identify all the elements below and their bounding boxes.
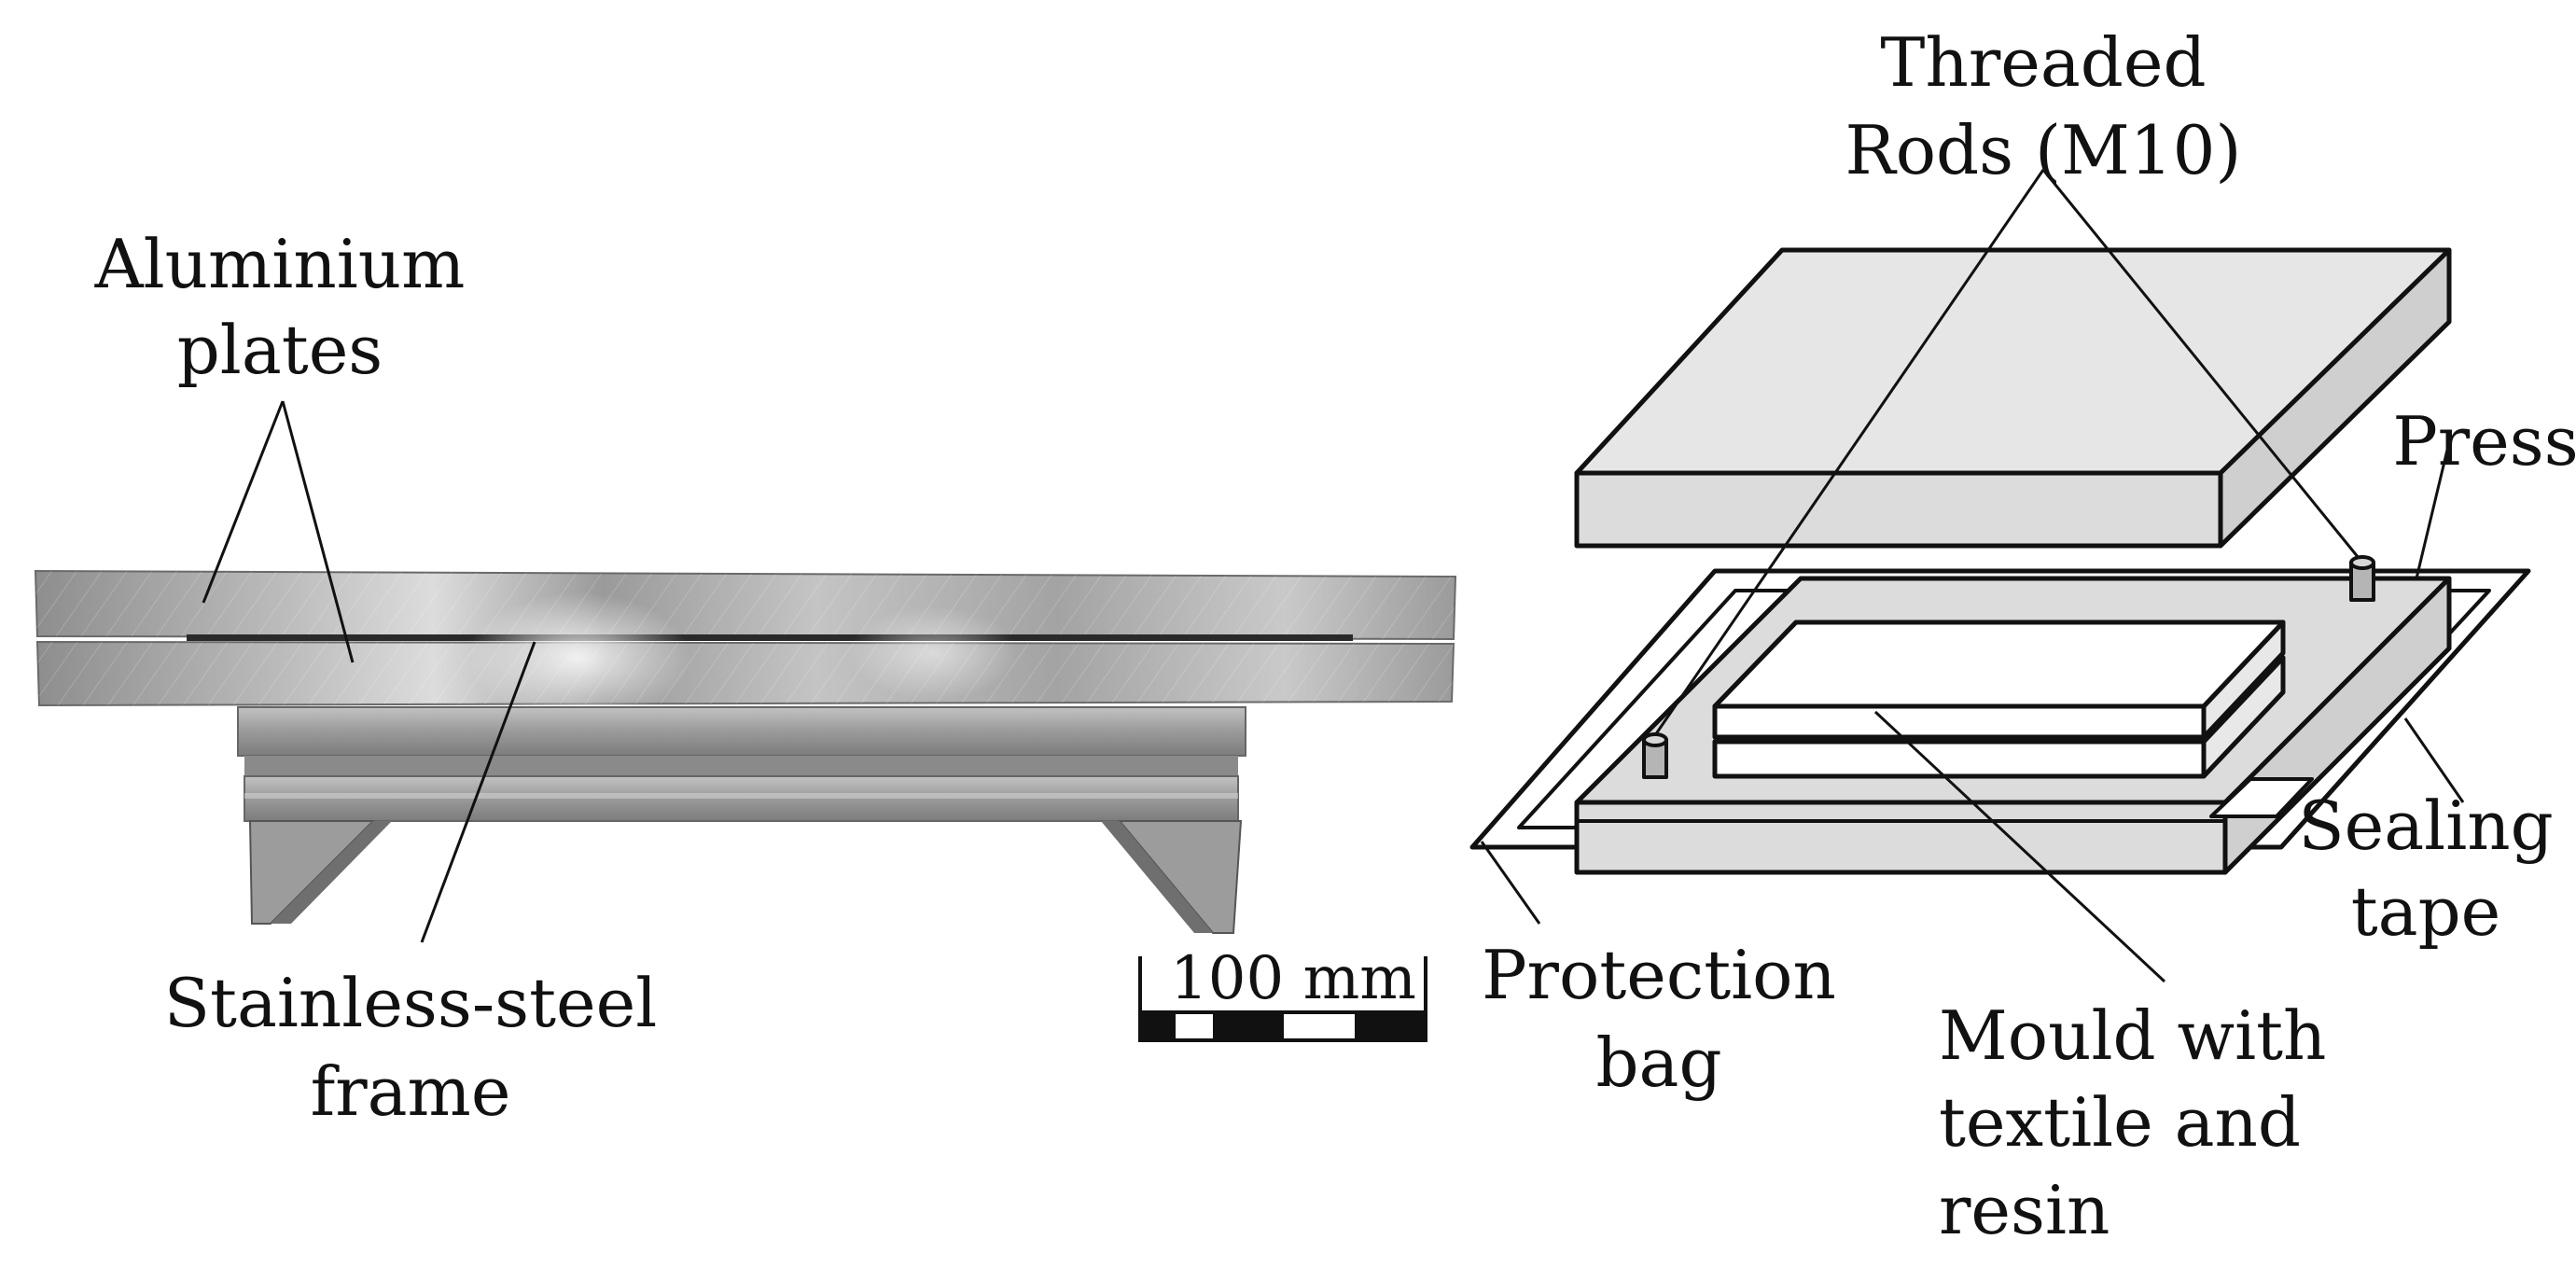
schematic xyxy=(1469,247,2531,875)
label-mould-line2: textile and xyxy=(1939,1083,2301,1162)
label-protection-line1: Protection xyxy=(1482,936,1836,1014)
threaded-rod-right xyxy=(2349,555,2375,602)
label-press: Press xyxy=(2392,402,2576,480)
scale-bar-label: 100 mm xyxy=(1170,944,1416,1013)
label-aluminium-line2: plates xyxy=(177,311,383,389)
label-aluminium-line1: Aluminium xyxy=(94,225,466,303)
sealing-tape xyxy=(2209,777,2314,818)
threaded-rod-left xyxy=(1642,732,1668,779)
mould xyxy=(1712,620,2286,779)
press-block xyxy=(1574,247,2452,549)
label-sealing-line2: tape xyxy=(2351,872,2501,951)
label-stainless-line2: frame xyxy=(311,1052,511,1131)
scale-bar: 100 mm xyxy=(1138,944,1427,1042)
stainless-steel-frame xyxy=(237,706,1246,934)
label-sealing-line1: Sealing xyxy=(2298,787,2553,865)
label-protection-line2: bag xyxy=(1595,1023,1721,1102)
label-mould-line3: resin xyxy=(1939,1171,2110,1249)
label-threaded-line2: Rods (M10) xyxy=(1845,111,2241,189)
mould-photo xyxy=(34,569,1457,934)
schematic-leader-lines xyxy=(1480,169,2465,983)
photo-leader-lines xyxy=(202,400,536,943)
plate-gap xyxy=(187,634,1353,641)
label-threaded-line1: Threaded xyxy=(1880,23,2206,102)
label-stainless-line1: Stainless-steel xyxy=(164,964,658,1042)
label-mould-line1: Mould with xyxy=(1939,996,2326,1075)
